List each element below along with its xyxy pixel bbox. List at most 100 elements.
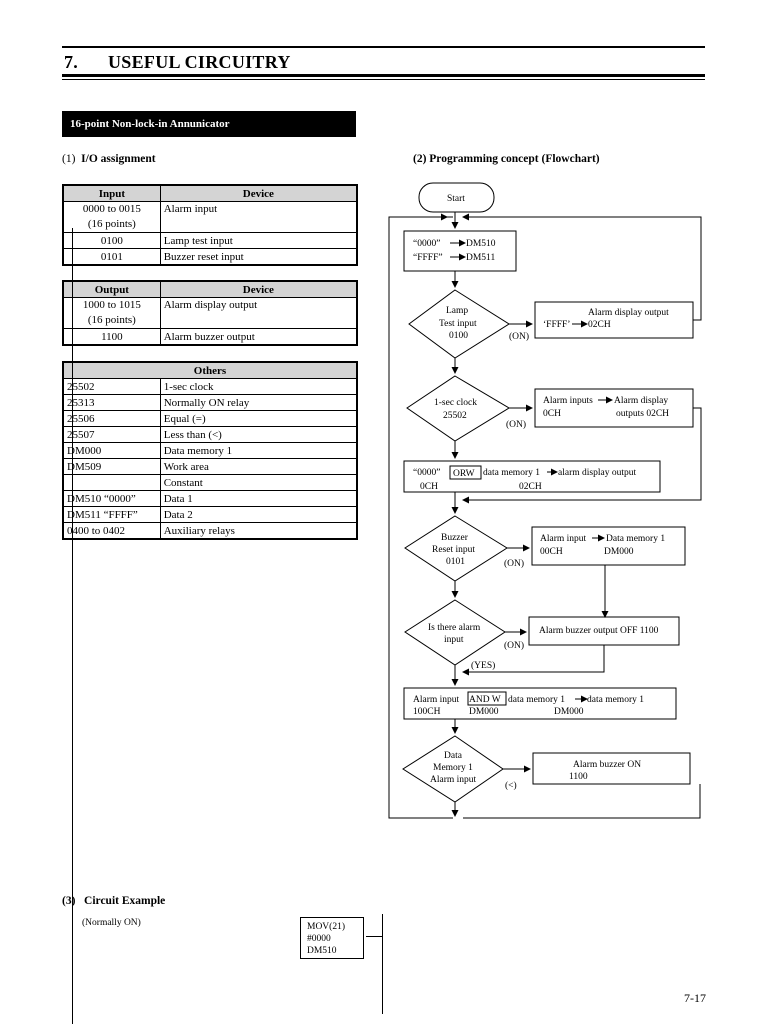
process-box-orw	[403, 460, 661, 493]
box-text: 0CH	[543, 409, 561, 419]
decision-text: Data	[444, 751, 463, 761]
column-header: Others	[62, 361, 358, 379]
box-text: data memory 1	[483, 468, 540, 478]
box-text: DM000	[554, 707, 584, 717]
box-text: ORW	[453, 469, 475, 479]
decision-text: 0100	[449, 331, 468, 341]
decision-1sec-clock	[406, 375, 510, 442]
decision-text: Alarm input	[430, 775, 477, 785]
box-text: 00CH	[540, 547, 563, 557]
process-box-buzzer-on	[532, 752, 691, 785]
instruction-line: #0000	[307, 934, 331, 944]
table-cell: Data 2	[159, 506, 358, 523]
process-box-andw	[403, 687, 677, 720]
box-text: “0000”	[413, 468, 440, 478]
table-cell: DM510 “0000”	[62, 490, 161, 507]
input-table: Input Device 0000 to 0015 (16 points) Al…	[62, 184, 358, 266]
start-terminal	[418, 182, 495, 213]
box-text: alarm display output	[558, 468, 636, 478]
box-text: data memory 1	[587, 695, 644, 705]
header-top-rule	[62, 46, 705, 48]
box-text: Alarm inputs	[543, 396, 593, 406]
output-table: Output Device 1000 to 1015 (16 points) A…	[62, 280, 358, 346]
table-cell: Alarm display output	[159, 297, 358, 329]
instruction-line: DM510	[307, 946, 337, 956]
box-text: data memory 1	[508, 695, 565, 705]
table-cell: 0100	[62, 232, 161, 249]
circuit-section-heading: (3) Circuit Example	[62, 895, 166, 907]
buzzer-off-return	[462, 645, 605, 676]
decision-text: 1-sec clock	[434, 398, 477, 408]
mov-instruction-box: MOV(21) #0000 DM510	[300, 917, 364, 959]
table-cell: 0101	[62, 248, 161, 266]
return-line	[462, 213, 702, 321]
ladder-left-rail	[72, 228, 73, 1024]
header-bottom-rule-thin	[62, 79, 705, 80]
chapter-title: USEFUL CIRCUITRY	[108, 52, 291, 72]
box-text: DM000	[604, 547, 634, 557]
buzzer-on-return	[463, 784, 701, 819]
branch-label: (ON)	[504, 558, 524, 569]
table-row: 1000 to 1015 (16 points) Alarm display o…	[62, 297, 358, 329]
column-header: Device	[159, 280, 358, 298]
box-text: Alarm display output	[588, 308, 669, 318]
section-banner: 16-point Non-lock-in Annunicator	[62, 111, 356, 137]
box-text: Alarm input	[413, 695, 460, 705]
ladder-right-rail	[382, 914, 383, 1014]
decision-text: Buzzer	[441, 533, 469, 543]
instruction-line: MOV(21)	[307, 922, 345, 932]
flowchart-section-heading: (2) Programming concept (Flowchart)	[413, 153, 600, 165]
decision-text: Lamp	[446, 306, 468, 316]
box-text: ‘FFFF’	[543, 320, 570, 330]
table-cell: Alarm input	[159, 201, 358, 233]
clock-merge-line	[462, 407, 702, 504]
table-header-row: Output Device	[62, 280, 358, 298]
branch-label: (ON)	[504, 640, 524, 651]
decision-text: Test input	[439, 319, 477, 329]
column-header: Input	[62, 184, 161, 202]
box-text: Data memory 1	[606, 534, 665, 544]
decision-text: input	[444, 635, 464, 645]
loop-frame	[388, 216, 453, 819]
table-header-row: Others	[62, 361, 358, 379]
table-cell: 1100	[62, 328, 161, 346]
table-cell: Lamp test input	[159, 232, 358, 249]
box-text: 1100	[569, 772, 588, 782]
branch-label: (ON)	[509, 331, 529, 342]
table-cell: Auxiliary relays	[159, 522, 358, 540]
branch-label: (<)	[505, 780, 517, 791]
decision-text: Memory 1	[433, 763, 473, 773]
table-row: 0101 Buzzer reset input	[62, 248, 358, 266]
box-text: 02CH	[588, 320, 611, 330]
table-cell: Alarm buzzer output	[159, 328, 358, 346]
branch-label: (ON)	[506, 419, 526, 430]
box-text: Alarm buzzer ON	[573, 760, 641, 770]
table-row: DM511 “FFFF”Data 2	[62, 506, 358, 523]
decision-text: 25502	[443, 411, 467, 421]
box-text: 02CH	[519, 482, 542, 492]
ladder-connector	[366, 936, 382, 937]
box-text: Alarm display	[614, 396, 668, 406]
decision-text: Is there alarm	[428, 623, 481, 633]
box1-text: “0000”	[413, 239, 440, 249]
table-header-row: Input Device	[62, 184, 358, 202]
decision-text: Reset input	[432, 545, 475, 555]
orw-label-box	[449, 465, 482, 480]
table-row: 1100 Alarm buzzer output	[62, 328, 358, 346]
box1-text: DM511	[466, 253, 495, 263]
box-text: 0CH	[420, 482, 438, 492]
process-box-clock	[534, 388, 694, 428]
table-cell: 0400 to 0402	[62, 522, 161, 540]
branch-label: (YES)	[471, 660, 495, 671]
box-text: 100CH	[413, 707, 441, 717]
chapter-heading: 7.USEFUL CIRCUITRY	[64, 52, 291, 73]
box-text: outputs 02CH	[616, 409, 669, 419]
page-number: 7-17	[684, 991, 706, 1005]
box-text: Alarm input	[540, 534, 587, 544]
table-cell: 1000 to 1015 (16 points)	[62, 297, 161, 329]
io-section-heading: (1) I/O assignment	[62, 153, 156, 165]
